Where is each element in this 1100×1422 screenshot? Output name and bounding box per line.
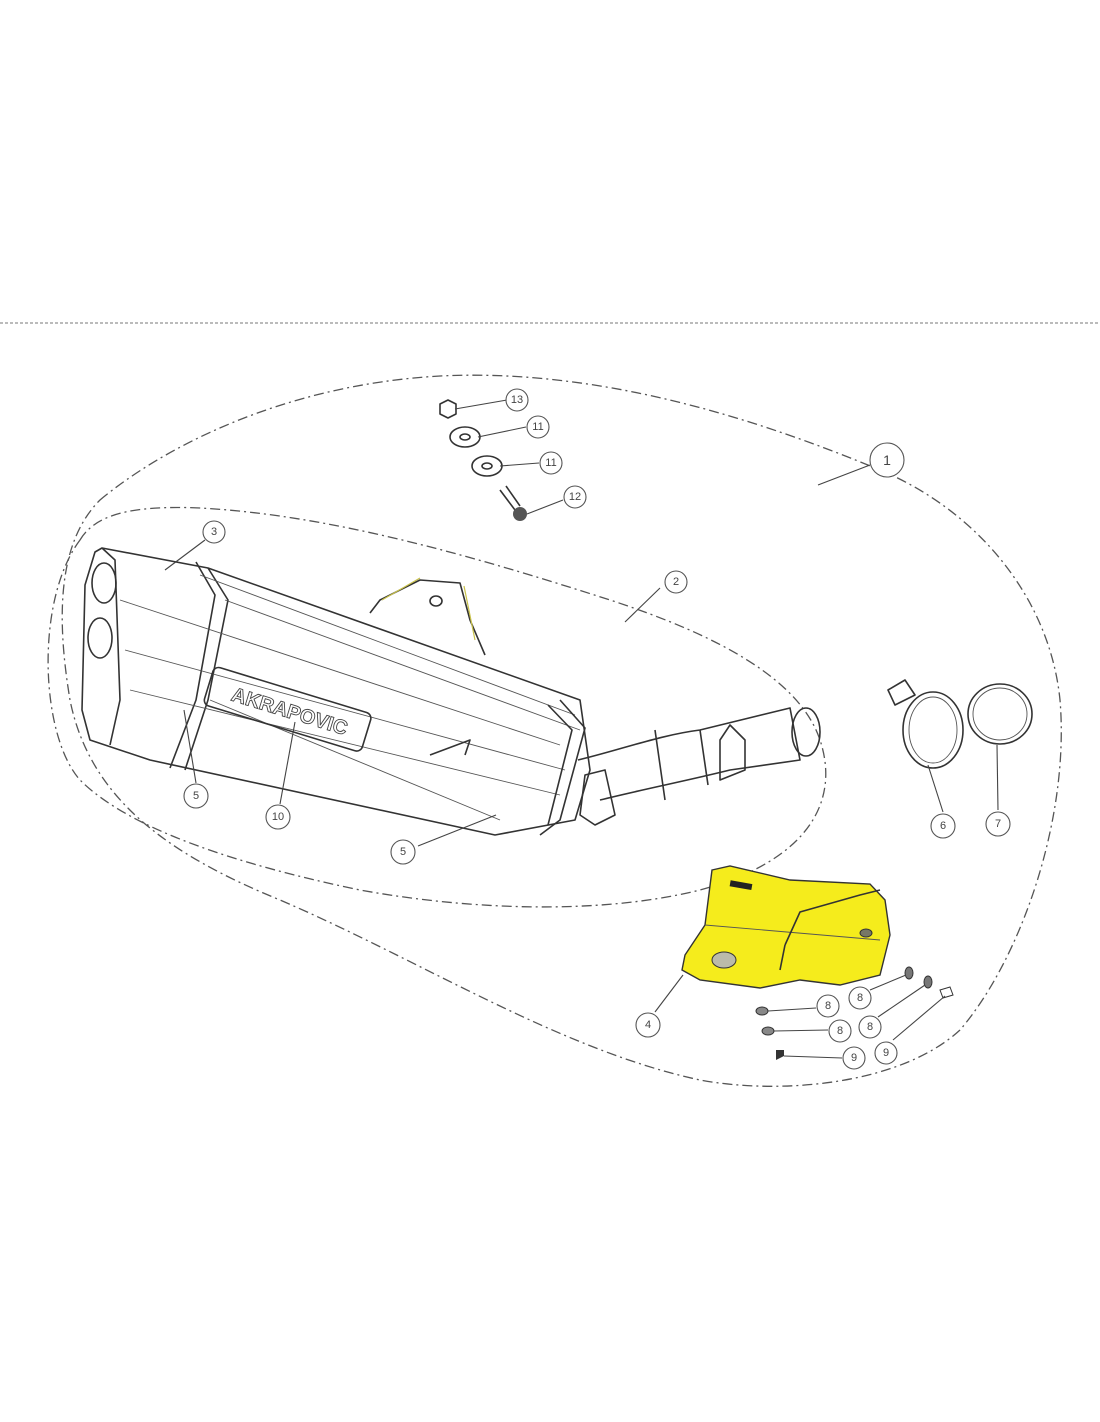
clamp bbox=[887, 679, 964, 769]
callout-6: 6 bbox=[930, 813, 956, 839]
svg-text:4: 4 bbox=[645, 1019, 651, 1031]
svg-text:11: 11 bbox=[532, 421, 543, 433]
callout-1: 1 bbox=[869, 442, 905, 478]
svg-text:5: 5 bbox=[400, 846, 406, 858]
svg-text:13: 13 bbox=[511, 394, 523, 406]
assembly-boundary-inner bbox=[47, 506, 827, 908]
leader-lines bbox=[164, 399, 999, 1059]
heat-shield-highlighted bbox=[681, 865, 891, 989]
link-pipe bbox=[577, 707, 821, 826]
callout-3: 3 bbox=[202, 520, 226, 544]
svg-text:9: 9 bbox=[883, 1047, 889, 1059]
gasket bbox=[967, 683, 1033, 745]
callout-8-c: 8 bbox=[828, 1019, 852, 1043]
callout-9-b: 9 bbox=[874, 1041, 898, 1065]
callout-8-b: 8 bbox=[848, 986, 872, 1010]
svg-text:8: 8 bbox=[825, 1000, 831, 1012]
akrapovic-logo-plate bbox=[203, 666, 372, 752]
svg-text:10: 10 bbox=[272, 811, 284, 823]
svg-text:2: 2 bbox=[673, 576, 679, 588]
svg-text:9: 9 bbox=[851, 1052, 857, 1064]
svg-text:8: 8 bbox=[837, 1025, 843, 1037]
callout-10: 10 bbox=[265, 804, 291, 830]
callout-2: 2 bbox=[664, 570, 688, 594]
callout-9-a: 9 bbox=[842, 1046, 866, 1070]
svg-text:11: 11 bbox=[545, 457, 556, 469]
callout-11-upper: 11 bbox=[526, 415, 550, 439]
callout-8-a: 8 bbox=[816, 994, 840, 1018]
callout-5-left: 5 bbox=[183, 783, 209, 809]
svg-text:3: 3 bbox=[211, 526, 217, 538]
callout-11-lower: 11 bbox=[539, 451, 563, 475]
callout-8-d: 8 bbox=[858, 1015, 882, 1039]
svg-text:8: 8 bbox=[857, 992, 863, 1004]
muffler: AKRAPOVIC bbox=[81, 547, 591, 836]
svg-text:8: 8 bbox=[867, 1021, 873, 1033]
svg-text:12: 12 bbox=[569, 491, 581, 503]
callout-13: 13 bbox=[505, 388, 529, 412]
mounting-hardware-top bbox=[439, 399, 527, 521]
assembly-boundary-outer bbox=[61, 374, 1062, 1087]
svg-text:7: 7 bbox=[995, 818, 1001, 830]
callout-5-right: 5 bbox=[390, 839, 416, 865]
callout-12: 12 bbox=[563, 485, 587, 509]
svg-text:5: 5 bbox=[193, 790, 199, 802]
callout-4: 4 bbox=[635, 1012, 661, 1038]
callout-7: 7 bbox=[985, 811, 1011, 837]
svg-text:6: 6 bbox=[940, 820, 946, 832]
svg-text:1: 1 bbox=[883, 452, 891, 468]
